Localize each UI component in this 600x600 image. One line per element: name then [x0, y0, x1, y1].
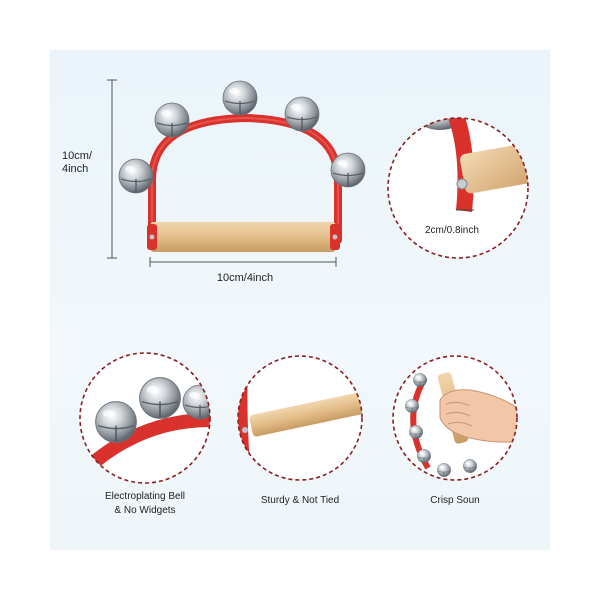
feature-caption-bell-line2: & No Widgets: [114, 505, 176, 516]
strap-detail-callout: [387, 117, 529, 259]
bell-icon: [284, 96, 320, 132]
height-label-line2: 4inch: [62, 163, 89, 175]
bell-icon: [154, 102, 190, 138]
bell-icon: [222, 80, 258, 116]
bell-icon: [118, 158, 154, 194]
height-label-line1: 10cm/: [62, 150, 92, 162]
width-label: 10cm/4inch: [216, 272, 274, 284]
hand-holding-callout: [392, 355, 518, 481]
height-label: 10cm/ 4inch: [62, 150, 110, 176]
strap-width-label: 2cm/0.8inch: [425, 225, 479, 236]
height-dimension-line: [107, 79, 117, 259]
feature-caption-bell-line1: Electroplating Bell: [104, 491, 186, 502]
feature-caption-bell: Electroplating Bell & No Widgets: [75, 490, 215, 518]
handle-closeup-callout: [237, 355, 363, 481]
width-dimension-line: [149, 257, 337, 267]
bell-closeup-callout: [79, 352, 211, 484]
main-product: [118, 80, 366, 252]
feature-caption-sound: Crisp Soun: [430, 495, 480, 506]
wooden-handle: [150, 222, 336, 252]
bell-icon: [330, 152, 366, 188]
feature-caption-sturdy: Sturdy & Not Tied: [260, 495, 340, 506]
